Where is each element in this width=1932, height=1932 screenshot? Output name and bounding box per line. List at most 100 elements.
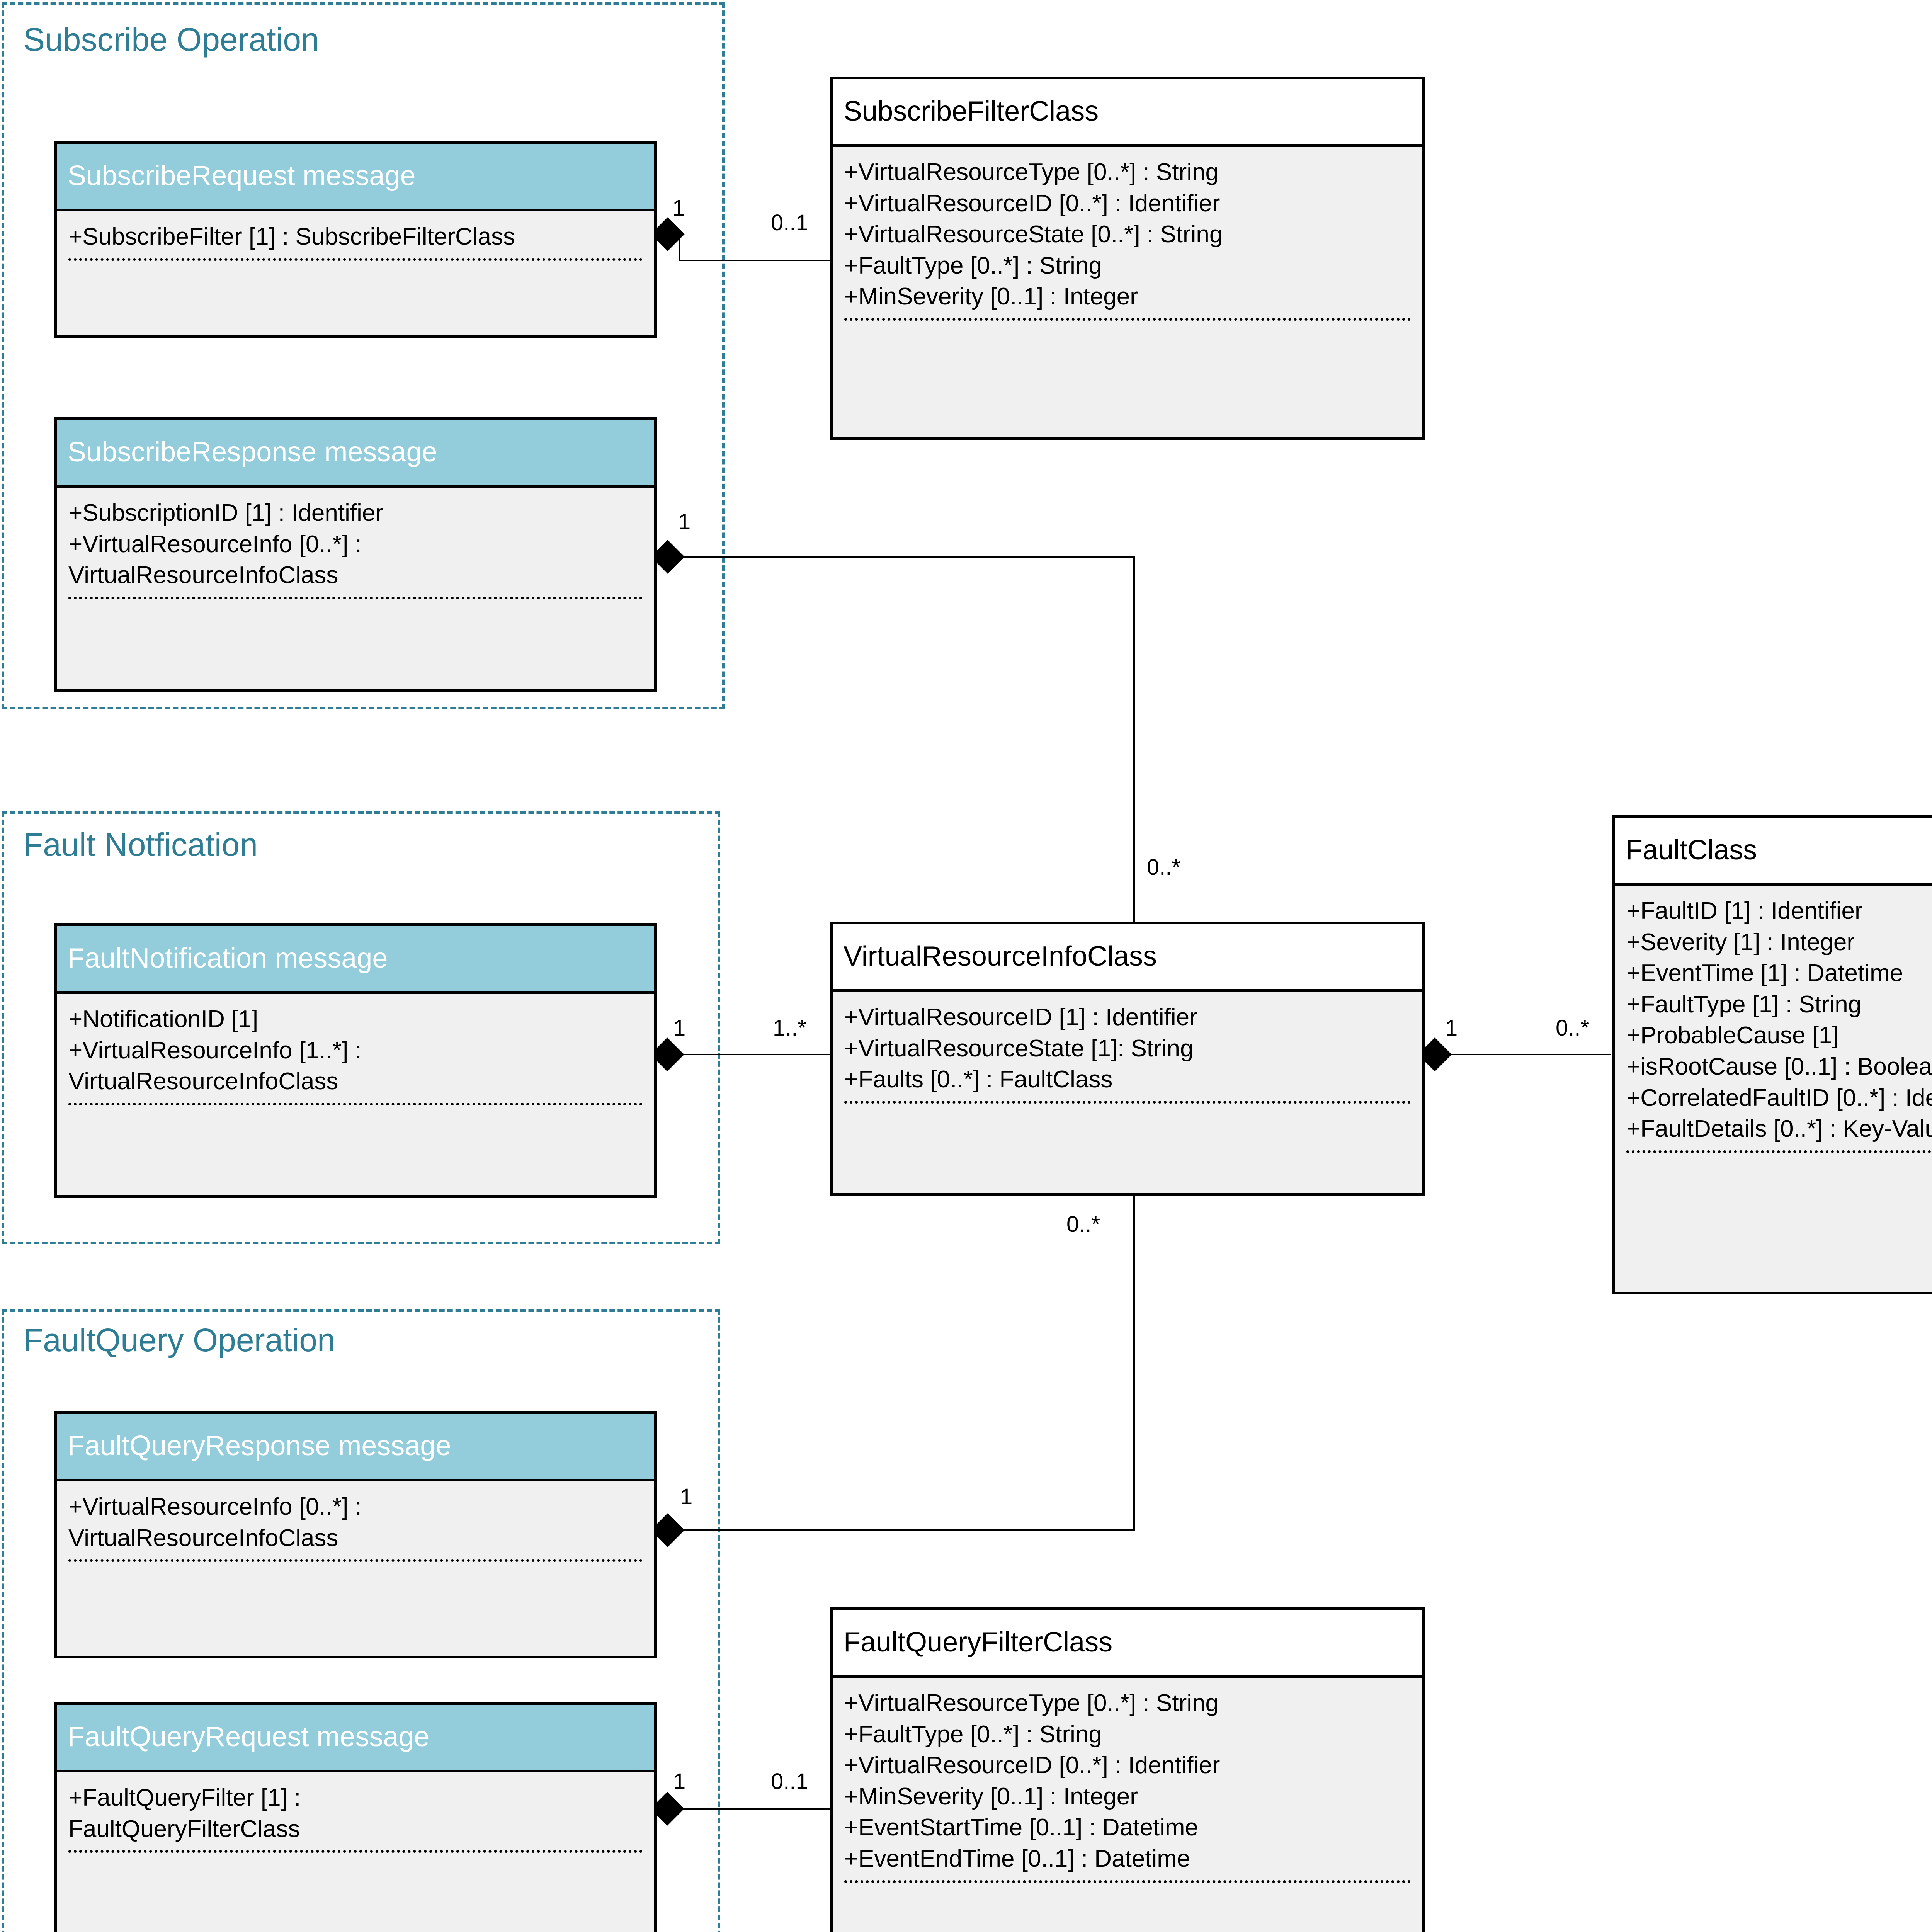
uml-box-subscribe-request[interactable]: SubscribeRequest message +SubscribeFilte… <box>54 141 657 338</box>
group-title-faultquery-operation: FaultQuery Operation <box>23 1322 335 1358</box>
attr-line: VirtualResourceInfoClass <box>68 1068 338 1095</box>
attr-line: +EventStartTime [0..1] : Datetime <box>844 1814 1199 1841</box>
connector-fault-notification-horizontal <box>678 1054 833 1055</box>
attr-line: +Faults [0..*] : FaultClass <box>844 1066 1113 1093</box>
connector-subscribe-response-vertical <box>1133 556 1135 922</box>
connector-subscribe-response-horizontal <box>679 556 1134 558</box>
attr-line: VirtualResourceInfoClass <box>68 562 338 589</box>
multiplicity-fault-query-response-target: 0..* <box>1066 1212 1100 1237</box>
uml-header-fault-notification: FaultNotification message <box>57 926 654 994</box>
multiplicity-subscribe-filter-target: 0..1 <box>771 210 808 235</box>
attr-line: +MinSeverity [0..1] : Integer <box>844 283 1138 310</box>
attr-line: +FaultType [0..*] : String <box>844 1721 1102 1748</box>
connector-fault-class-horizontal <box>1445 1054 1611 1055</box>
connector-fault-query-response-horizontal <box>679 1529 1135 1531</box>
attr-line: +MinSeverity [0..1] : Integer <box>844 1783 1138 1810</box>
uml-header-subscribe-request: SubscribeRequest message <box>57 144 654 211</box>
uml-header-subscribe-filter-class: SubscribeFilterClass <box>833 79 1422 147</box>
attr-line: +EventEndTime [0..1] : Datetime <box>844 1845 1190 1872</box>
uml-attrs-fault-query-request: +FaultQueryFilter [1] : FaultQueryFilter… <box>57 1772 654 1853</box>
uml-attrs-fault-query-filter-class: +VirtualResourceType [0..*] : String +Fa… <box>833 1678 1422 1883</box>
attr-line: +isRootCause [0..1] : Boolean <box>1626 1053 1932 1080</box>
uml-box-fault-query-filter-class[interactable]: FaultQueryFilterClass +VirtualResourceTy… <box>830 1607 1425 1932</box>
group-title-subscribe-operation: Subscribe Operation <box>23 21 319 58</box>
attr-line: +SubscribeFilter [1] : SubscribeFilterCl… <box>68 223 515 250</box>
uml-title-fault-notification: FaultNotification message <box>68 943 388 974</box>
connector-subscribe-request-horizontal <box>679 260 830 261</box>
multiplicity-virtual-resource-info-source: 1 <box>1445 1015 1458 1041</box>
multiplicity-fault-query-filter-target: 0..1 <box>771 1769 808 1794</box>
uml-header-virtual-resource-info-class: VirtualResourceInfoClass <box>833 924 1422 992</box>
uml-box-virtual-resource-info-class[interactable]: VirtualResourceInfoClass +VirtualResourc… <box>830 922 1425 1196</box>
attr-separator <box>68 596 643 599</box>
attr-line: +VirtualResourceID [1] : Identifier <box>844 1004 1197 1031</box>
group-frame-faultquery-operation <box>2 1309 720 1932</box>
attr-separator <box>68 258 643 261</box>
attr-line: VirtualResourceInfoClass <box>68 1524 338 1551</box>
attr-line: +FaultQueryFilter [1] : <box>68 1784 301 1811</box>
multiplicity-fault-query-request-source: 1 <box>673 1769 686 1794</box>
uml-header-fault-query-request: FaultQueryRequest message <box>57 1705 654 1772</box>
attr-line: +VirtualResourceID [0..*] : Identifier <box>844 190 1220 217</box>
connector-fault-query-response-vertical <box>1133 1196 1135 1530</box>
attr-line: +FaultType [0..*] : String <box>844 252 1102 279</box>
group-frame-subscribe-operation <box>2 2 725 709</box>
attr-separator <box>1626 1150 1932 1153</box>
uml-box-fault-query-request[interactable]: FaultQueryRequest message +FaultQueryFil… <box>54 1702 657 1932</box>
multiplicity-subscribe-response-source: 1 <box>678 509 691 534</box>
attr-line: +CorrelatedFaultID [0..*] : Identifier <box>1626 1084 1932 1111</box>
multiplicity-subscribe-response-target: 0..* <box>1147 855 1181 880</box>
uml-title-subscribe-request: SubscribeRequest message <box>68 160 416 192</box>
uml-attrs-fault-class: +FaultID [1] : Identifier +Severity [1] … <box>1615 886 1932 1153</box>
multiplicity-fault-notification-source: 1 <box>673 1015 686 1041</box>
attr-line: +NotificationID [1] <box>68 1006 259 1032</box>
uml-header-fault-query-response: FaultQueryResponse message <box>57 1414 654 1481</box>
uml-title-fault-query-filter-class: FaultQueryFilterClass <box>844 1627 1113 1658</box>
attr-line: +EventTime [1] : Datetime <box>1626 960 1903 987</box>
uml-attrs-fault-notification: +NotificationID [1] +VirtualResourceInfo… <box>57 994 654 1105</box>
attr-line: +VirtualResourceInfo [0..*] : <box>68 531 362 558</box>
attr-line: +Severity [1] : Integer <box>1626 929 1855 956</box>
uml-attrs-fault-query-response: +VirtualResourceInfo [0..*] : VirtualRes… <box>57 1481 654 1562</box>
uml-attrs-subscribe-request: +SubscribeFilter [1] : SubscribeFilterCl… <box>57 211 654 261</box>
uml-box-fault-query-response[interactable]: FaultQueryResponse message +VirtualResou… <box>54 1411 657 1658</box>
attr-separator <box>68 1559 643 1562</box>
uml-attrs-subscribe-response: +SubscriptionID [1] : Identifier +Virtua… <box>57 488 654 599</box>
uml-title-fault-query-response: FaultQueryResponse message <box>68 1430 451 1462</box>
attr-separator <box>844 1100 1411 1104</box>
group-frame-fault-notification <box>2 811 720 1244</box>
multiplicity-subscribe-request-source: 1 <box>672 196 685 221</box>
attr-line: +VirtualResourceState [1]: String <box>844 1035 1194 1062</box>
multiplicity-fault-query-response-source: 1 <box>680 1484 693 1509</box>
uml-box-fault-notification[interactable]: FaultNotification message +NotificationI… <box>54 923 657 1198</box>
attr-line: +VirtualResourceInfo [1..*] : <box>68 1037 362 1064</box>
uml-title-fault-query-request: FaultQueryRequest message <box>68 1721 430 1753</box>
attr-separator <box>68 1102 643 1105</box>
attr-line: +VirtualResourceType [0..*] : String <box>844 159 1219 185</box>
attr-line: +SubscriptionID [1] : Identifier <box>68 500 384 526</box>
attr-line: +FaultType [1] : String <box>1626 991 1862 1018</box>
multiplicity-virtual-resource-info-target: 1..* <box>773 1015 807 1041</box>
attr-line: +ProbableCause [1] <box>1626 1022 1839 1049</box>
uml-header-subscribe-response: SubscribeResponse message <box>57 420 654 488</box>
attr-line: +FaultID [1] : Identifier <box>1626 898 1863 924</box>
group-title-fault-notification: Fault Notfication <box>23 827 258 863</box>
attr-separator <box>844 1880 1411 1883</box>
uml-title-fault-class: FaultClass <box>1626 835 1757 866</box>
attr-separator <box>844 318 1411 321</box>
attr-separator <box>68 1850 643 1853</box>
uml-box-subscribe-filter-class[interactable]: SubscribeFilterClass +VirtualResourceTyp… <box>830 77 1425 440</box>
attr-line: FaultQueryFilterClass <box>68 1815 300 1842</box>
attr-line: +VirtualResourceInfo [0..*] : <box>68 1493 362 1520</box>
uml-box-subscribe-response[interactable]: SubscribeResponse message +SubscriptionI… <box>54 417 657 692</box>
uml-header-fault-query-filter-class: FaultQueryFilterClass <box>833 1610 1422 1678</box>
connector-subscribe-request-vertical <box>679 236 680 261</box>
attr-line: +VirtualResourceType [0..*] : String <box>844 1690 1219 1716</box>
attr-line: +FaultDetails [0..*] : Key-Value pairs <box>1626 1116 1932 1143</box>
attr-line: +VirtualResourceState [0..*] : String <box>844 221 1223 248</box>
uml-header-fault-class: FaultClass <box>1615 818 1932 886</box>
attr-line: +VirtualResourceID [0..*] : Identifier <box>844 1752 1220 1779</box>
uml-attrs-virtual-resource-info-class: +VirtualResourceID [1] : Identifier +Vir… <box>833 992 1422 1104</box>
uml-box-fault-class[interactable]: FaultClass +FaultID [1] : Identifier +Se… <box>1612 815 1932 1294</box>
